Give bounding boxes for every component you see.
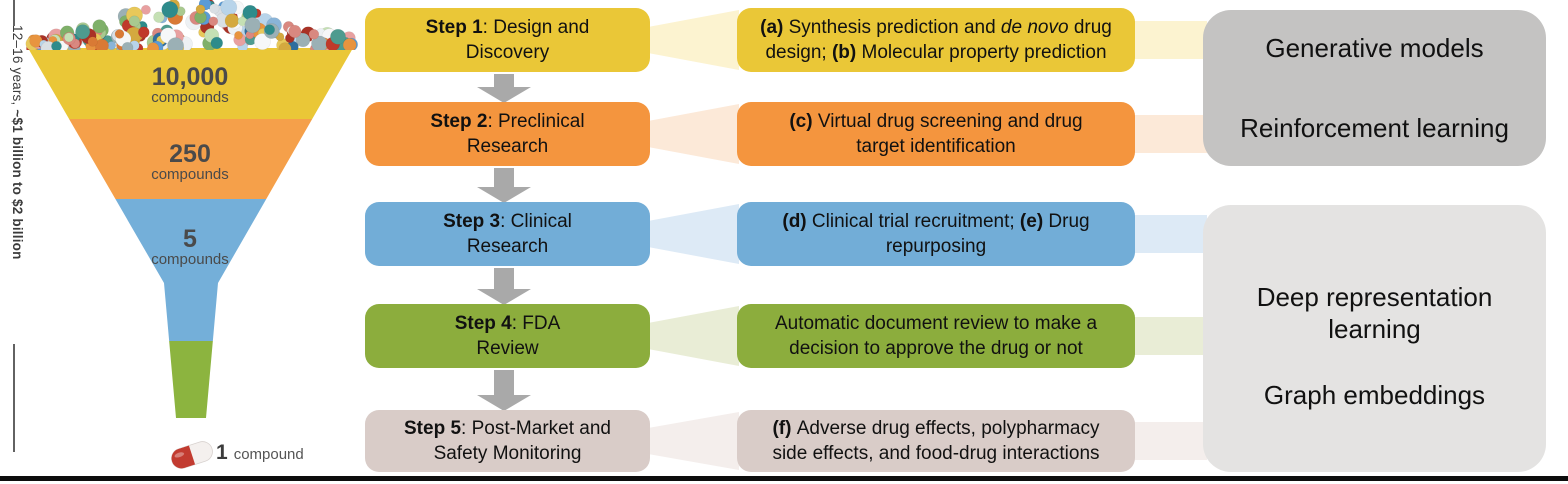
connector-trapezoid: [648, 412, 739, 470]
connector-band: [1133, 21, 1207, 59]
application-ab-box: (a) Synthesis prediction and de novo dru…: [737, 8, 1135, 72]
text-line: Step 2: Preclinical: [430, 110, 585, 132]
text-line: Research: [466, 236, 549, 257]
method-label: Generative models: [1265, 33, 1484, 63]
stage-unit: compounds: [151, 89, 229, 106]
text-line: Research: [466, 136, 549, 157]
outcome-unit: compound: [233, 446, 304, 463]
text-line: (f) Adverse drug effects, polypharmacy: [772, 417, 1100, 439]
application-f-box: (f) Adverse drug effects, polypharmacy si…: [737, 410, 1135, 472]
text-line: (d) Clinical trial recruitment; (e) Drug: [782, 210, 1090, 232]
text-line: Step 4: FDA: [454, 312, 561, 334]
pills-pile: [25, 0, 358, 50]
connector-band: [1133, 422, 1207, 460]
application-de-box: (d) Clinical trial recruitment; (e) Drug…: [737, 202, 1135, 266]
funnel-outcome-label: 1 compound: [216, 441, 304, 465]
text-line: design; (b) Molecular property predictio…: [765, 42, 1107, 63]
text-line: Step 3: Clinical: [443, 210, 572, 232]
text-line: Safety Monitoring: [433, 443, 582, 464]
time-cost-axis-label: 12–16 years, ~$1 billion to $2 billion: [3, 25, 25, 345]
bottom-border-line: [0, 476, 1568, 481]
methods-box-deep-graph: Deep representation learning Graph embed…: [1203, 205, 1546, 472]
text-line: Step 1: Design and: [425, 16, 590, 38]
method-label: Graph embeddings: [1263, 379, 1486, 410]
flow-arrow: [477, 168, 531, 203]
stage-count: 5: [183, 225, 197, 253]
text-line: decision to approve the drug or not: [789, 338, 1083, 359]
stage-unit: compounds: [151, 166, 229, 183]
connector-trapezoid: [648, 306, 739, 366]
stage-count: 250: [169, 140, 211, 168]
connector-trapezoid: [648, 10, 739, 70]
funnel-stage-label-1: 10,000 compounds: [90, 64, 290, 106]
methods-box-generative-rl: Generative models Reinforcement learning: [1203, 10, 1546, 166]
flow-arrow: [477, 268, 531, 305]
flow-arrow: [477, 74, 531, 103]
connector-band: [1133, 215, 1207, 253]
method-label: Deep representation learning: [1256, 281, 1493, 344]
stage-count: 10,000: [151, 63, 229, 91]
application-c-box: (c) Virtual drug screening and drug targe…: [737, 102, 1135, 166]
axis-label-regular: 12–16 years,: [10, 25, 25, 110]
connector-band: [1133, 317, 1207, 355]
text-line: (c) Virtual drug screening and drug: [789, 110, 1083, 132]
axis-label-bold: ~$1 billion to $2 billion: [10, 109, 25, 260]
capsule-icon: [171, 441, 213, 469]
stage-unit: compounds: [151, 251, 229, 268]
flow-arrow: [477, 370, 531, 411]
text-line: Automatic document review to make a: [774, 312, 1098, 334]
text-line: side effects, and food-drug interactions: [772, 443, 1100, 464]
funnel-stage-label-2: 250 compounds: [90, 141, 290, 183]
method-label: Reinforcement learning: [1240, 113, 1509, 143]
application-review-box: Automatic document review to make a decis…: [737, 304, 1135, 368]
text-line: (a) Synthesis prediction and de novo dru…: [760, 16, 1112, 38]
connector-trapezoid: [648, 204, 739, 264]
connector-band: [1133, 115, 1207, 153]
funnel-stage-label-3: 5 compounds: [90, 226, 290, 268]
text-line: Step 5: Post-Market and: [404, 417, 611, 439]
text-line: target identification: [856, 136, 1016, 157]
step-4-box: Step 4: FDA Review: [365, 304, 650, 368]
text-line: Review: [476, 338, 539, 359]
text-line: Discovery: [465, 42, 550, 63]
text-line: repurposing: [885, 236, 987, 257]
connector-trapezoid: [648, 104, 739, 164]
outcome-count: 1: [216, 441, 228, 464]
